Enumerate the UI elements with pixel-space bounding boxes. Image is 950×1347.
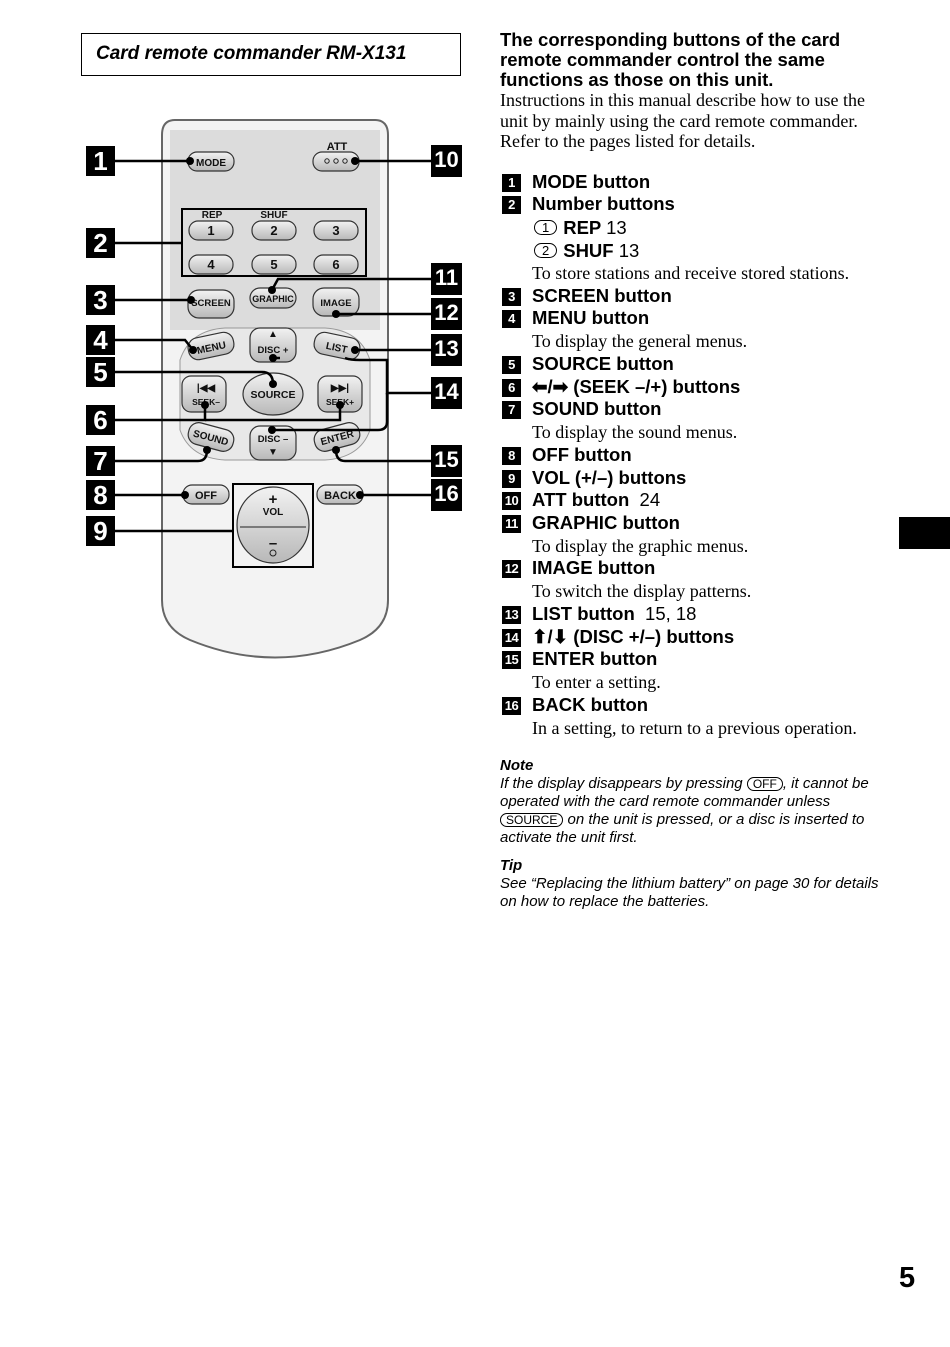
remote-off-label: OFF [195, 490, 217, 502]
tip-text: See “Replacing the lithium battery” on p… [500, 875, 879, 911]
left-right-arrow-icon: ⬅/➡ [532, 375, 574, 397]
thumb-index-tab [899, 517, 950, 549]
remote-disc-plus-label: DISC + [258, 345, 289, 356]
remote-vol-label: VOL [263, 507, 284, 518]
remote-image-label: IMAGE [320, 298, 351, 309]
callout-9: 9 [86, 516, 115, 546]
tip-heading: Tip [500, 857, 523, 875]
list-item: 14⬆/⬇ (DISC +/–) buttons [500, 626, 895, 649]
remote-key-4: 4 [207, 257, 215, 272]
description-menu: To display the general menus. [532, 331, 748, 352]
callout-12: 12 [431, 298, 462, 330]
remote-back-label: BACK [324, 490, 356, 502]
description-graphic: To display the graphic menus. [532, 535, 749, 556]
remote-key-1: 1 [207, 223, 214, 238]
remote-disc-minus-label: DISC – [258, 434, 289, 445]
svg-text:|◀◀: |◀◀ [197, 383, 215, 394]
section-title-box: Card remote commander RM-X131 [81, 33, 461, 76]
callout-15: 15 [431, 445, 462, 477]
description-number: To store stations and receive stored sta… [532, 262, 850, 283]
callout-5: 5 [86, 357, 115, 387]
section-title: Card remote commander RM-X131 [96, 43, 407, 64]
remote-screen-label: SCREEN [191, 298, 231, 309]
remote-mode-label: MODE [196, 158, 226, 169]
source-key-badge: SOURCE [500, 813, 564, 828]
svg-text:▲: ▲ [268, 329, 278, 340]
number-keys [188, 220, 359, 275]
list-item: 6⬅/➡ (SEEK –/+) buttons [500, 376, 895, 399]
callout-4: 4 [86, 325, 115, 355]
svg-text:▶▶|: ▶▶| [330, 383, 349, 394]
description-back: In a setting, to return to a previous op… [532, 717, 857, 738]
callout-8: 8 [86, 480, 115, 510]
remote-vol-minus: – [269, 535, 277, 552]
callout-6: 6 [86, 405, 115, 435]
off-key-badge: OFF [746, 777, 783, 792]
remote-list-label: LIST [325, 341, 348, 356]
callout-16: 16 [431, 479, 462, 511]
callout-14: 14 [431, 377, 462, 409]
description-column: The corresponding buttons of the card re… [500, 30, 895, 911]
up-down-arrow-icon: ⬆/⬇ [532, 625, 574, 647]
description-sound: To display the sound menus. [532, 422, 738, 443]
page-number: 5 [899, 1262, 916, 1294]
remote-vol-plus: + [269, 491, 278, 508]
remote-rep-label: REP [202, 210, 223, 221]
intro-text: Instructions in this manual describe how… [500, 90, 865, 131]
vol-keys-frame [232, 483, 314, 568]
intro-heading: The corresponding buttons of the card re… [500, 29, 841, 90]
callout-3: 3 [86, 285, 115, 315]
callout-7: 7 [86, 446, 115, 476]
description-image: To switch the display patterns. [532, 581, 752, 602]
svg-text:▼: ▼ [268, 447, 278, 458]
callout-2: 2 [86, 228, 115, 258]
callout-13: 13 [431, 334, 462, 366]
note-text: If the display disappears by pressing OF… [500, 775, 869, 847]
remote-key-3: 3 [332, 223, 339, 238]
note-heading: Note [500, 757, 534, 775]
description-enter: To enter a setting. [532, 672, 661, 693]
intro-refer: Refer to the pages listed for details. [500, 131, 756, 151]
callout-11: 11 [431, 263, 462, 295]
remote-key-5: 5 [270, 257, 277, 272]
remote-source-label: SOURCE [251, 389, 296, 401]
remote-graphic-label: GRAPHIC [252, 294, 294, 304]
remote-key-2: 2 [270, 223, 277, 238]
remote-att-label: ATT [327, 141, 348, 153]
remote-shuf-label: SHUF [260, 210, 287, 221]
remote-illustration: MODE ATT REP SHUF 1 2 3 4 5 6 SCREEN GRA… [115, 119, 431, 659]
remote-key-6: 6 [332, 257, 339, 272]
callout-10: 10 [431, 145, 462, 177]
callout-1: 1 [86, 146, 115, 176]
